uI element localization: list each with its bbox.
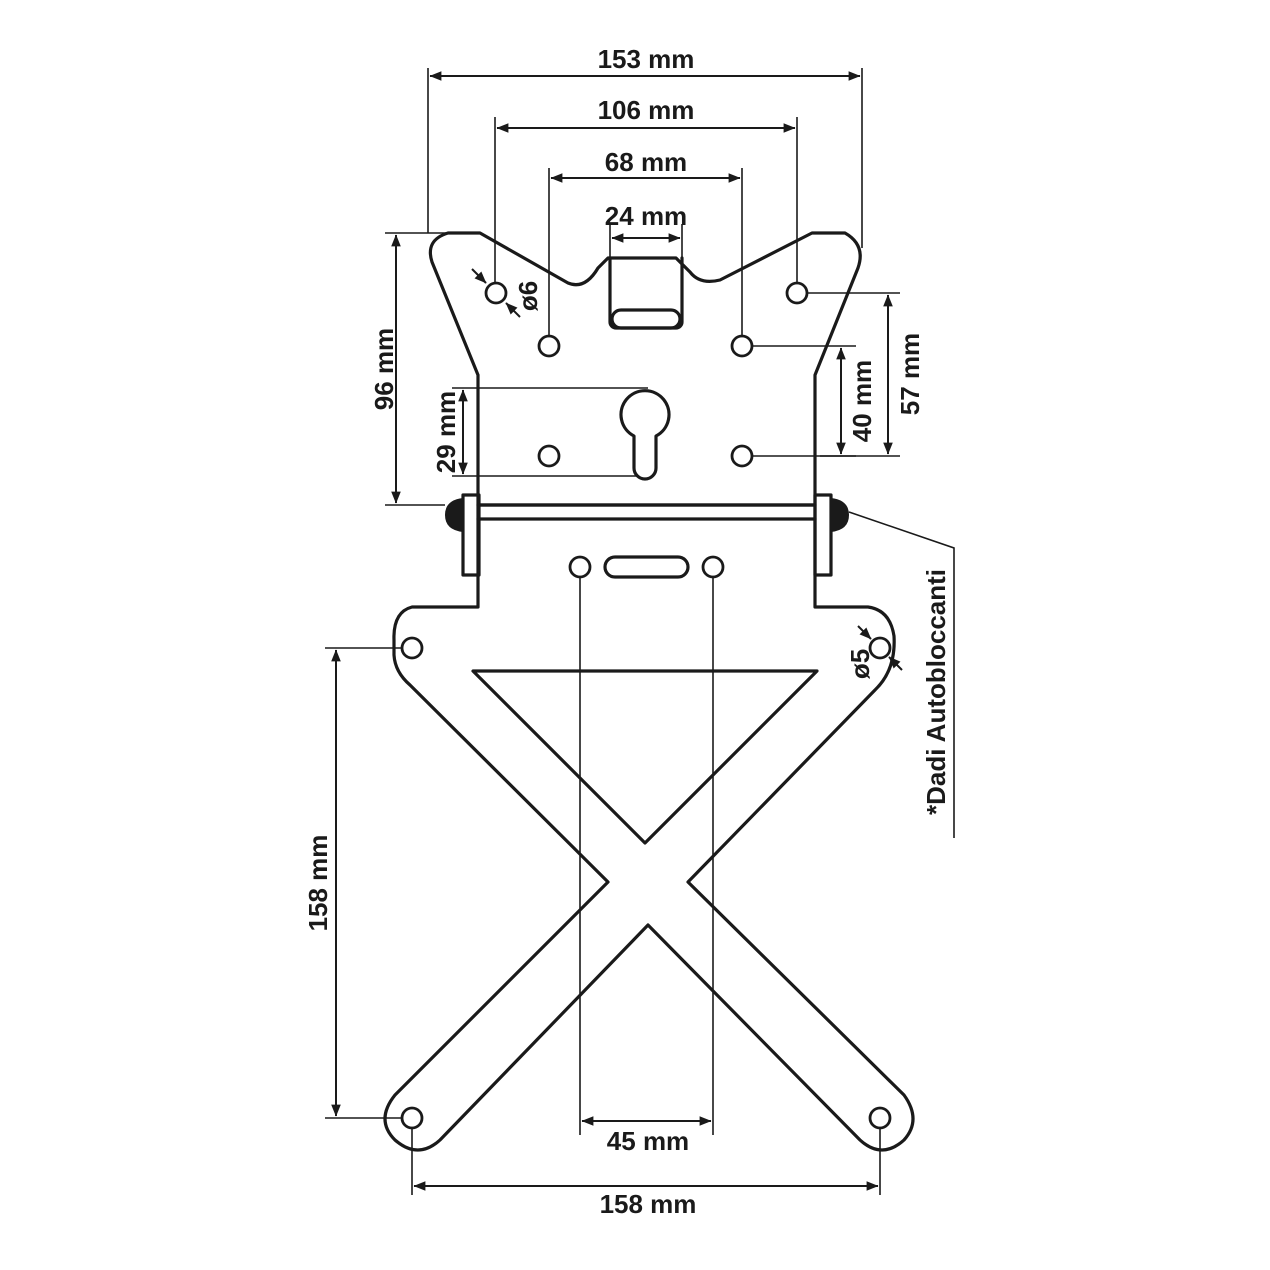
- dim-68-label: 68 mm: [605, 147, 687, 177]
- dim-153-label: 153 mm: [598, 44, 695, 74]
- hinge-assembly: [445, 493, 849, 577]
- hinge-right-bracket: [813, 493, 833, 577]
- lower-slot: [603, 555, 690, 579]
- lower-frame: [383, 517, 915, 1152]
- hole-mid-right: [730, 334, 754, 358]
- dim-158-horizontal-label: 158 mm: [600, 1189, 697, 1219]
- dim-158-horizontal: 158 mm: [411, 1128, 881, 1219]
- dim-29-label: 29 mm: [431, 391, 461, 473]
- nut-callout: *Dadi Autobloccanti: [848, 511, 955, 838]
- hole-frame-top-left: [400, 636, 424, 660]
- hinge-bar: [476, 503, 817, 521]
- dim-24: 24 mm: [605, 201, 687, 258]
- hole-upper-left: [484, 281, 508, 305]
- dim-158-vertical-label: 158 mm: [303, 835, 333, 932]
- dim-68: 68 mm: [548, 147, 743, 336]
- dim-dia-5: ø5: [845, 625, 903, 679]
- upper-plate-outline: [428, 231, 862, 507]
- nut-right-icon: [831, 498, 849, 532]
- dim-40: 40 mm: [752, 345, 877, 457]
- triangle-window: [471, 669, 819, 845]
- upper-plate: [428, 231, 862, 507]
- dim-106-label: 106 mm: [598, 95, 695, 125]
- dim-dia-6-label: ø6: [513, 281, 543, 311]
- dim-45-label: 45 mm: [607, 1126, 689, 1156]
- nut-note-label: *Dadi Autobloccanti: [921, 569, 951, 815]
- keyhole-slot: [619, 389, 671, 481]
- hole-frame-top-right: [868, 636, 892, 660]
- dim-dia-6: ø6: [471, 268, 543, 318]
- upper-window: [608, 256, 684, 330]
- upper-slot: [610, 308, 682, 330]
- hole-lower-center-left: [568, 555, 592, 579]
- dim-57: 57 mm: [807, 292, 925, 457]
- nut-left-icon: [445, 498, 463, 532]
- hole-low-left: [537, 444, 561, 468]
- dim-106: 106 mm: [494, 95, 798, 283]
- hole-low-right: [730, 444, 754, 468]
- lower-frame-outline: [383, 517, 915, 1152]
- hole-frame-bottom-right: [868, 1106, 892, 1130]
- dim-24-label: 24 mm: [605, 201, 687, 231]
- hole-upper-right: [785, 281, 809, 305]
- dim-29: 29 mm: [431, 387, 648, 477]
- hole-mid-left: [537, 334, 561, 358]
- hole-lower-center-right: [701, 555, 725, 579]
- dim-158-vertical: 158 mm: [303, 647, 402, 1119]
- dim-57-label: 57 mm: [895, 333, 925, 415]
- dim-40-label: 40 mm: [847, 360, 877, 442]
- dim-96: 96 mm: [369, 232, 448, 506]
- dim-45: 45 mm: [579, 577, 714, 1156]
- dim-dia-5-label: ø5: [845, 649, 875, 679]
- hole-frame-bottom-left: [400, 1106, 424, 1130]
- dim-96-label: 96 mm: [369, 328, 399, 410]
- dim-153: 153 mm: [427, 44, 863, 248]
